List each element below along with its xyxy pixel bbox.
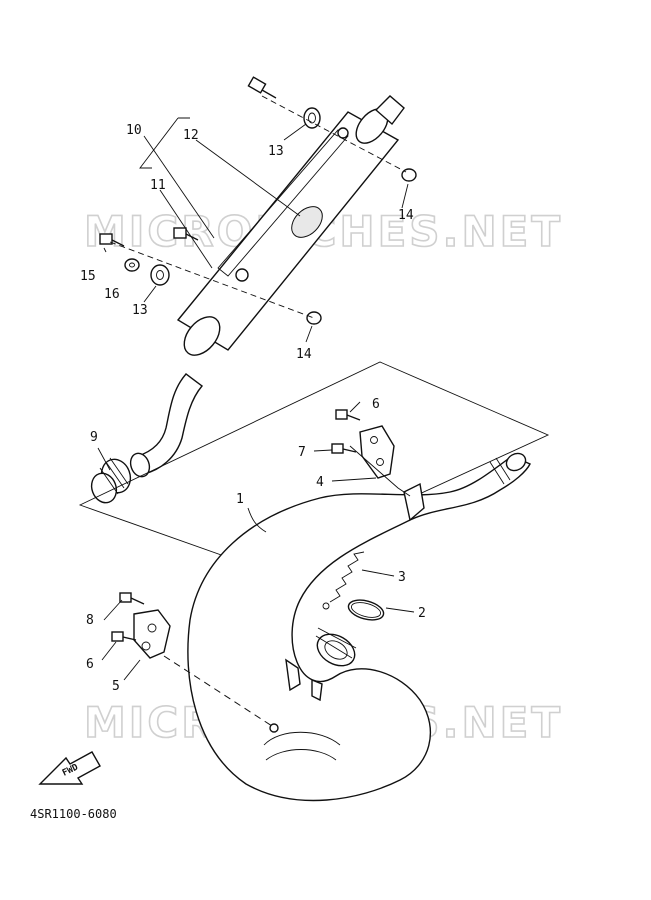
bolt-11 [173, 227, 199, 241]
label-7: 7 [298, 445, 306, 460]
grommet-13b [150, 264, 170, 286]
label-9: 9 [90, 430, 98, 445]
exhaust-pipe [187, 452, 531, 802]
label-4: 4 [316, 475, 324, 490]
label-6a: 6 [372, 397, 380, 412]
collar-14b [306, 311, 322, 325]
bracket-5 [111, 592, 171, 659]
label-14a: 14 [398, 208, 414, 223]
fwd-arrow-icon: FWD [38, 751, 101, 785]
bracket-4 [331, 409, 395, 479]
gasket-2 [347, 599, 385, 621]
joint-sleeve [90, 457, 132, 504]
washer-16 [124, 258, 140, 272]
label-6b: 6 [86, 657, 94, 672]
label-15: 15 [80, 269, 96, 284]
grommet-13a [303, 107, 321, 129]
label-10: 10 [126, 123, 142, 138]
label-3: 3 [398, 570, 406, 585]
label-1: 1 [236, 492, 244, 507]
bolt-top [247, 76, 277, 99]
label-13a: 13 [268, 144, 284, 159]
label-8: 8 [86, 613, 94, 628]
label-5: 5 [112, 679, 120, 694]
bolt-15 [99, 233, 125, 247]
silencer-assembly [90, 95, 405, 504]
damper-patch [291, 206, 323, 238]
label-14b: 14 [296, 347, 312, 362]
spring-3 [322, 551, 365, 610]
label-12: 12 [183, 128, 199, 143]
part-code: 4SR1100-6080 [30, 807, 117, 821]
label-13b: 13 [132, 303, 148, 318]
label-16: 16 [104, 287, 120, 302]
label-2: 2 [418, 606, 426, 621]
label-11: 11 [150, 178, 166, 193]
